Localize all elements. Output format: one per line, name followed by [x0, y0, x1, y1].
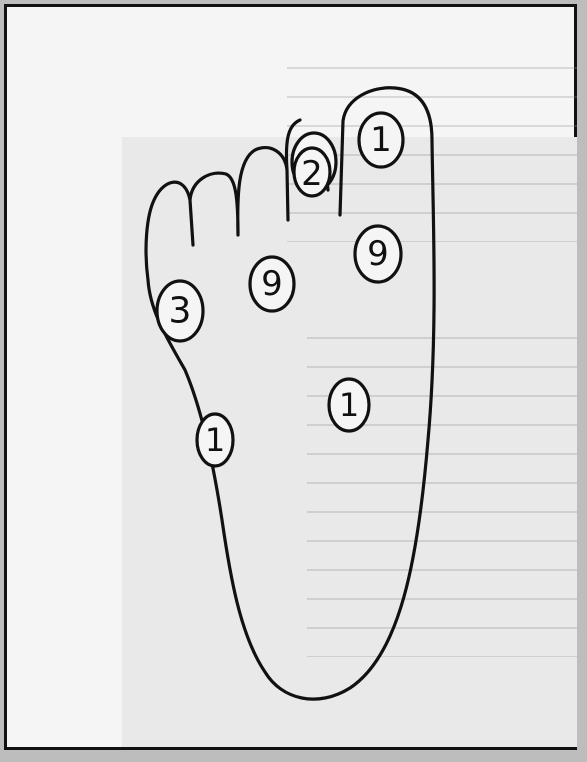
- callout-label: 3: [169, 291, 192, 332]
- foot-outline: [146, 88, 434, 699]
- callout-label: 9: [367, 234, 389, 274]
- callout-label: 1: [370, 120, 392, 160]
- callout-medial-midfoot: 1: [329, 379, 369, 431]
- callout-label: 2: [301, 154, 323, 194]
- callout-first-metatarsal-head: 9: [355, 226, 401, 282]
- callout-lateral-midfoot: 1: [197, 414, 233, 466]
- callout-great-toe: 1: [359, 113, 403, 167]
- callout-fifth-metatarsal-head: 3: [157, 281, 203, 341]
- callout-label: 9: [261, 264, 283, 304]
- callout-label: 1: [339, 386, 359, 424]
- callout-second-toe: 2: [292, 133, 336, 196]
- callout-central-metatarsal-head: 9: [250, 257, 294, 311]
- callout-label: 1: [205, 421, 225, 459]
